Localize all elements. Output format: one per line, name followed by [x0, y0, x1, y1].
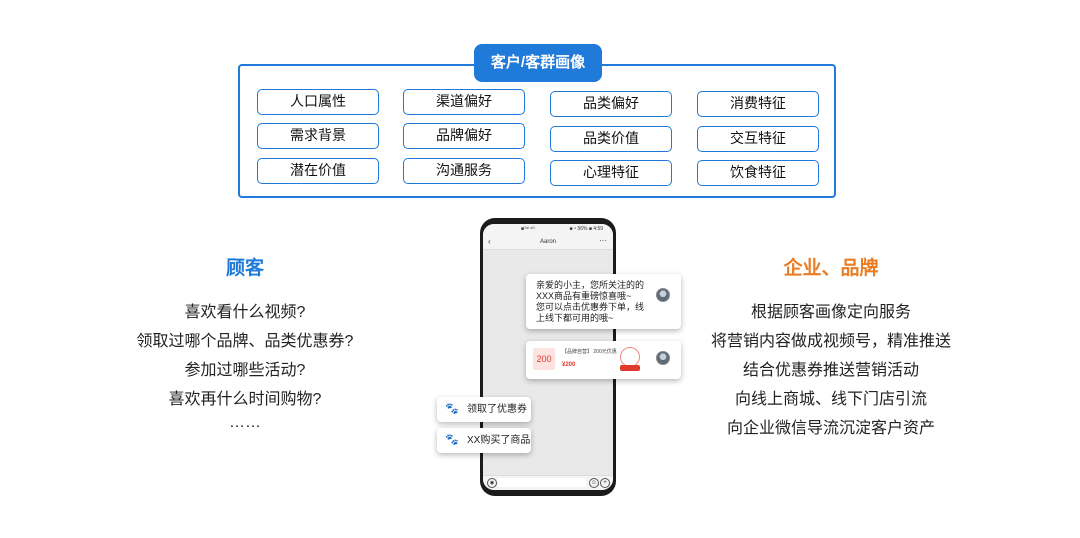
coupon-title: 【品牌自营】 200元优惠 — [562, 349, 617, 355]
chat-contact-name: Aaron — [539, 239, 556, 245]
message-line: XXX商品有重磅惊喜哦~ — [536, 291, 632, 301]
event-text: XX购买了商品 — [467, 435, 531, 446]
customer-line: 喜欢看什么视频? — [184, 304, 306, 321]
message-bubble: 亲爱的小主，您所关注的的 XXX商品有重磅惊喜哦~ 您可以点击优惠券下单，线 上… — [526, 274, 681, 329]
customer-line: 参加过哪些活动? — [184, 362, 306, 379]
avatar — [656, 351, 670, 365]
brand-line: 将营销内容做成视频号，精准推送 — [710, 333, 951, 350]
tag-interaction: 交互特征 — [697, 126, 819, 152]
customer-line: 领取过哪个品牌、品类优惠券? — [136, 333, 354, 350]
profile-title: 客户/客群画像 — [474, 44, 602, 82]
message-line: 您可以点击优惠券下单，线 — [536, 302, 645, 312]
back-arrow-icon[interactable]: ‹ — [488, 237, 491, 246]
tag-brand-pref: 品牌偏好 — [403, 123, 525, 149]
coupon-claim-button[interactable] — [620, 365, 640, 371]
tag-category-value: 品类价值 — [550, 126, 672, 152]
dog-icon: 🐾 — [445, 403, 459, 415]
more-dots-icon[interactable]: ··· — [599, 236, 607, 245]
customer-line: 喜欢再什么时间购物? — [168, 391, 322, 408]
plus-icon[interactable]: + — [600, 478, 610, 488]
dog-icon: 🐾 — [445, 434, 459, 446]
tag-population: 人口属性 — [257, 89, 379, 115]
status-battery-time: ■ ⁴ 56% ■ 4:59 — [569, 226, 603, 232]
brand-line: 向线上商城、线下门店引流 — [734, 391, 927, 408]
tag-diet: 饮食特征 — [697, 160, 819, 186]
event-text: 领取了优惠券 — [467, 404, 527, 415]
tag-demand: 需求背景 — [257, 123, 379, 149]
customer-title: 顾客 — [225, 258, 264, 279]
status-bar: ■ᵀᵃˡ ⁶ᴳ ■ ⁴ 56% ■ 4:59 — [483, 224, 613, 235]
coupon-card[interactable]: 200 【品牌自营】 200元优惠 ¥200 — [526, 341, 681, 379]
message-line: 亲爱的小主，您所关注的的 — [536, 280, 645, 290]
brand-line: 结合优惠券推送营销活动 — [742, 362, 919, 379]
tag-potential-value: 潜在价值 — [257, 158, 379, 184]
tag-category-pref: 品类偏好 — [550, 91, 672, 117]
voice-icon[interactable]: ◉ — [487, 478, 497, 488]
chat-header: ‹ Aaron ··· — [483, 235, 613, 250]
chat-input[interactable] — [498, 478, 586, 487]
avatar — [656, 288, 670, 302]
brand-title: 企业、品牌 — [783, 258, 879, 279]
chat-input-bar: ◉ ☺ + — [483, 475, 613, 490]
customer-line-ellipsis: …… — [229, 414, 261, 431]
tag-channel-pref: 渠道偏好 — [403, 89, 525, 115]
emoji-icon[interactable]: ☺ — [589, 478, 599, 488]
coupon-thumbnail: 200 — [533, 348, 555, 370]
tag-communication: 沟通服务 — [403, 158, 525, 184]
event-product-purchased: 🐾 XX购买了商品 — [437, 428, 531, 453]
tag-consumption: 消费特征 — [697, 91, 819, 117]
coupon-price: ¥200 — [562, 362, 576, 368]
brand-line: 向企业微信导流沉淀客户资产 — [726, 420, 935, 437]
coupon-stamp-icon — [620, 347, 640, 367]
brand-line: 根据顾客画像定向服务 — [750, 304, 911, 321]
tag-psychology: 心理特征 — [550, 160, 672, 186]
event-coupon-claimed: 🐾 领取了优惠券 — [437, 397, 531, 422]
message-line: 上线下都可用的哦~ — [536, 313, 614, 323]
status-signal: ■ᵀᵃˡ ⁶ᴳ — [521, 226, 535, 232]
